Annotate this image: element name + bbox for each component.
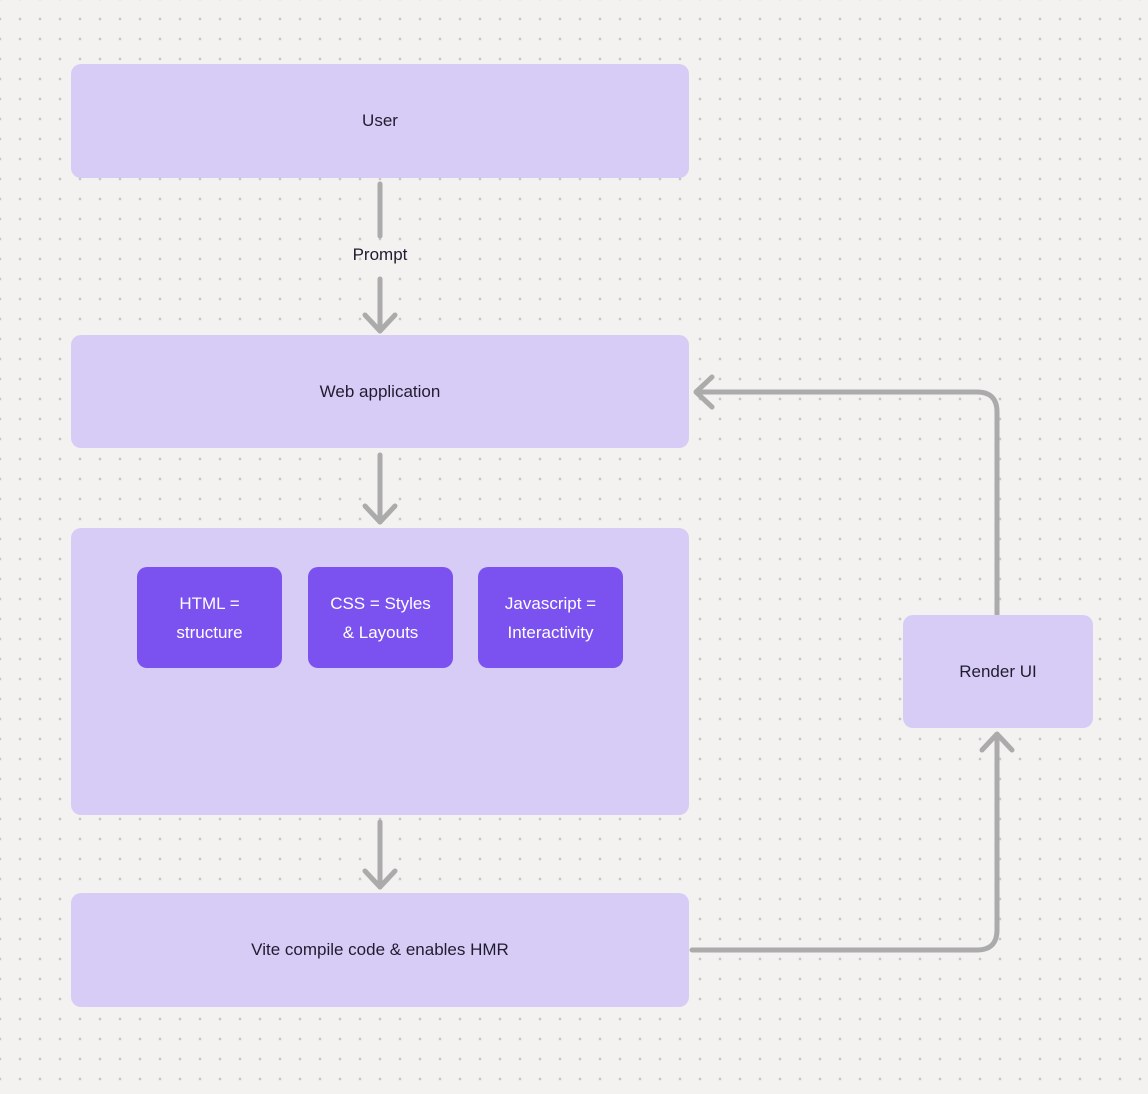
node-react-components-group[interactable]: HTML = structure CSS = Styles & Layouts … xyxy=(71,528,689,815)
card-javascript[interactable]: Javascript = Interactivity xyxy=(478,567,623,668)
node-web-application-label: Web application xyxy=(319,381,441,401)
edge-webapp-to-components[interactable] xyxy=(362,452,398,525)
card-html-line1: HTML = xyxy=(179,593,240,613)
edge-shaft xyxy=(689,733,1000,953)
arrowhead-down-icon xyxy=(362,868,398,890)
card-css[interactable]: CSS = Styles & Layouts xyxy=(308,567,453,668)
node-user[interactable]: User xyxy=(71,64,689,178)
node-vite[interactable]: Vite compile code & enables HMR xyxy=(71,893,689,1007)
arrowhead-down-icon xyxy=(362,503,398,525)
arrowhead-up-icon xyxy=(979,731,1015,753)
node-render-ui[interactable]: Render UI xyxy=(903,615,1093,728)
edge-renderui-to-webapp[interactable] xyxy=(693,374,1000,617)
card-javascript-line1: Javascript = xyxy=(504,593,597,613)
card-css-line1: CSS = Styles xyxy=(330,593,431,613)
edge-shaft xyxy=(695,389,1000,617)
edge-label-prompt: Prompt xyxy=(352,245,408,264)
edge-user-to-webapp[interactable] xyxy=(362,181,398,334)
card-javascript-line2: Interactivity xyxy=(507,622,594,642)
arrowhead-down-icon xyxy=(362,312,398,334)
card-html[interactable]: HTML = structure xyxy=(137,567,282,668)
node-vite-label: Vite compile code & enables HMR xyxy=(251,940,509,959)
card-html-line2: structure xyxy=(176,622,243,642)
node-web-application[interactable]: Web application xyxy=(71,335,689,448)
card-css-line2: & Layouts xyxy=(342,622,419,642)
node-user-label: User xyxy=(362,111,398,130)
arrowhead-left-icon xyxy=(693,374,715,410)
edge-vite-to-renderui[interactable] xyxy=(689,731,1015,953)
edge-components-to-vite[interactable] xyxy=(362,819,398,890)
node-render-ui-label: Render UI xyxy=(959,661,1037,681)
